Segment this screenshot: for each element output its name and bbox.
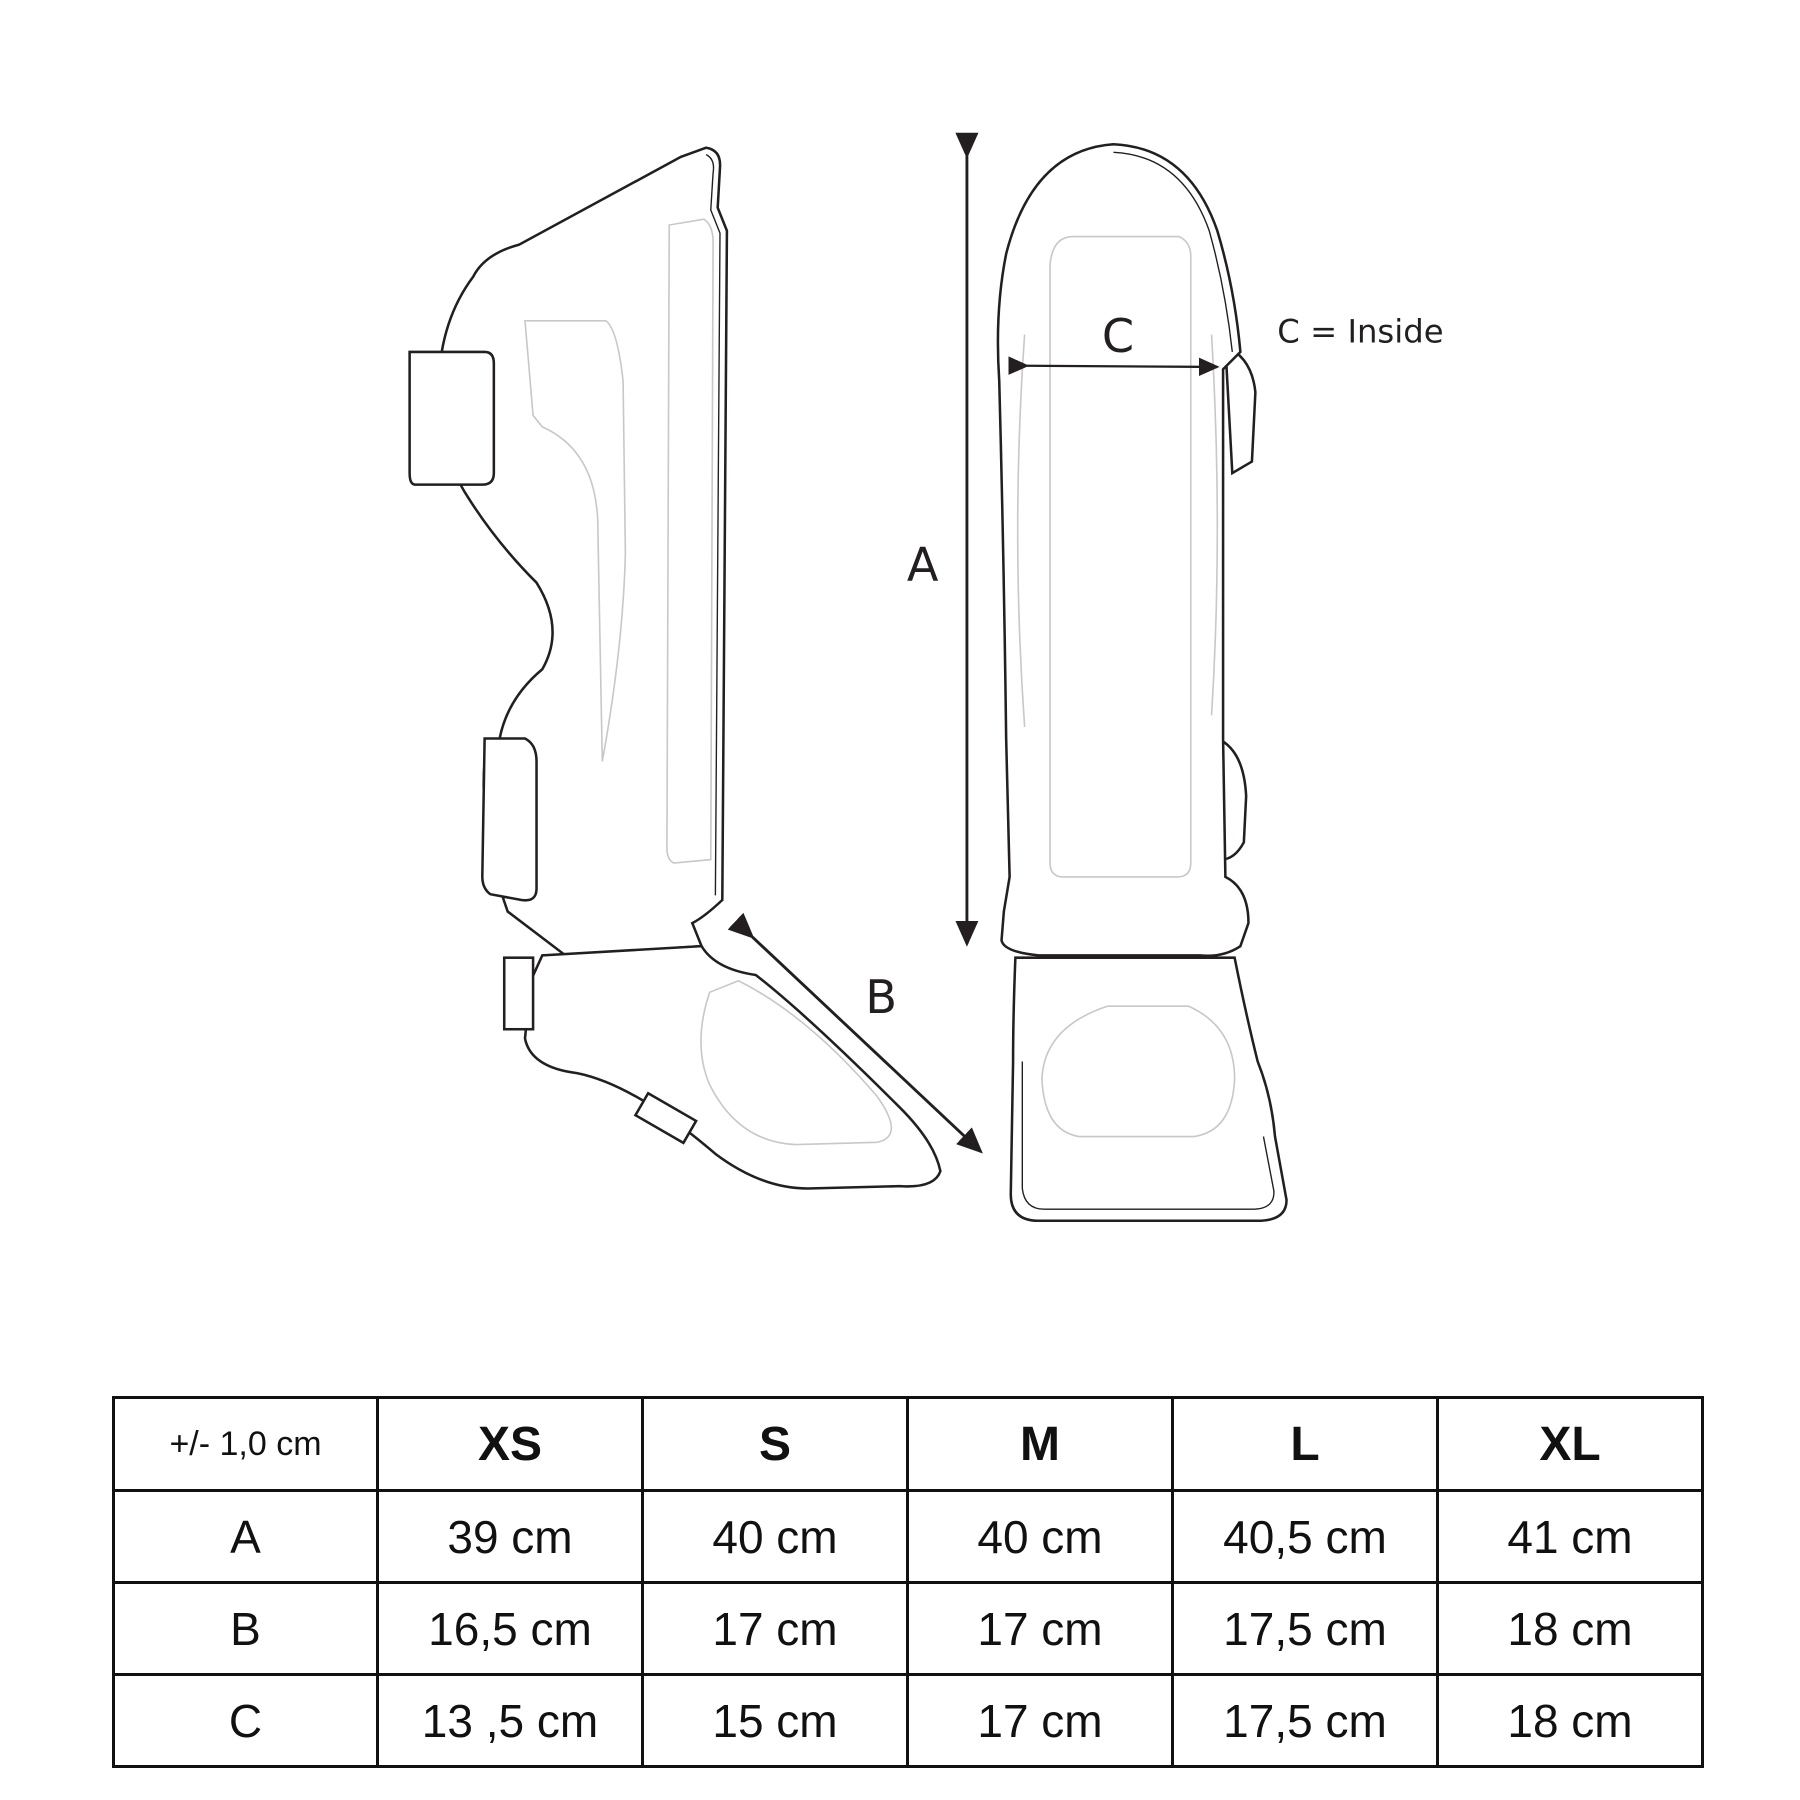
tolerance-cell: +/- 1,0 cm <box>112 1395 379 1493</box>
size-header: M <box>906 1395 1174 1493</box>
shin-guard-front-view <box>996 142 1288 1223</box>
table-row: B 16,5 cm 17 cm 17 cm 17,5 cm 18 cm <box>112 1581 1704 1677</box>
table-cell: 18 cm <box>1436 1673 1704 1768</box>
label-c: C <box>1102 309 1134 363</box>
label-b: B <box>865 970 897 1024</box>
table-cell: 40,5 cm <box>1171 1489 1439 1585</box>
table-header-row: +/- 1,0 cm XS S M L XL <box>112 1395 1704 1493</box>
shin-guard-side-view <box>408 146 942 1190</box>
table-cell: 18 cm <box>1436 1581 1704 1677</box>
table-cell: 17,5 cm <box>1171 1581 1439 1677</box>
size-chart-table: +/- 1,0 cm XS S M L XL A 39 cm 40 cm 40 … <box>112 1395 1704 1768</box>
label-a: A <box>907 537 939 591</box>
table-cell: 41 cm <box>1436 1489 1704 1585</box>
table-cell: 40 cm <box>641 1489 909 1585</box>
row-label: B <box>112 1581 379 1677</box>
table-cell: 17 cm <box>906 1581 1174 1677</box>
dimension-arrow-b <box>727 912 983 1154</box>
label-c-inside-note: C = Inside <box>1277 313 1443 351</box>
table-row: A 39 cm 40 cm 40 cm 40,5 cm 41 cm <box>112 1489 1704 1585</box>
table-cell: 40 cm <box>906 1489 1174 1585</box>
size-header: XL <box>1436 1395 1704 1493</box>
table-row: C 13 ,5 cm 15 cm 17 cm 17,5 cm 18 cm <box>112 1673 1704 1768</box>
row-label: A <box>112 1489 379 1585</box>
table-cell: 17 cm <box>641 1581 909 1677</box>
table-cell: 17 cm <box>906 1673 1174 1768</box>
table-cell: 39 cm <box>376 1489 644 1585</box>
size-header: XS <box>376 1395 644 1493</box>
size-header: S <box>641 1395 909 1493</box>
dimension-arrow-c <box>1008 356 1220 377</box>
row-label: C <box>112 1673 379 1768</box>
table-cell: 16,5 cm <box>376 1581 644 1677</box>
size-header: L <box>1171 1395 1439 1493</box>
table-cell: 17,5 cm <box>1171 1673 1439 1768</box>
table-cell: 13 ,5 cm <box>376 1673 644 1768</box>
table-cell: 15 cm <box>641 1673 909 1768</box>
